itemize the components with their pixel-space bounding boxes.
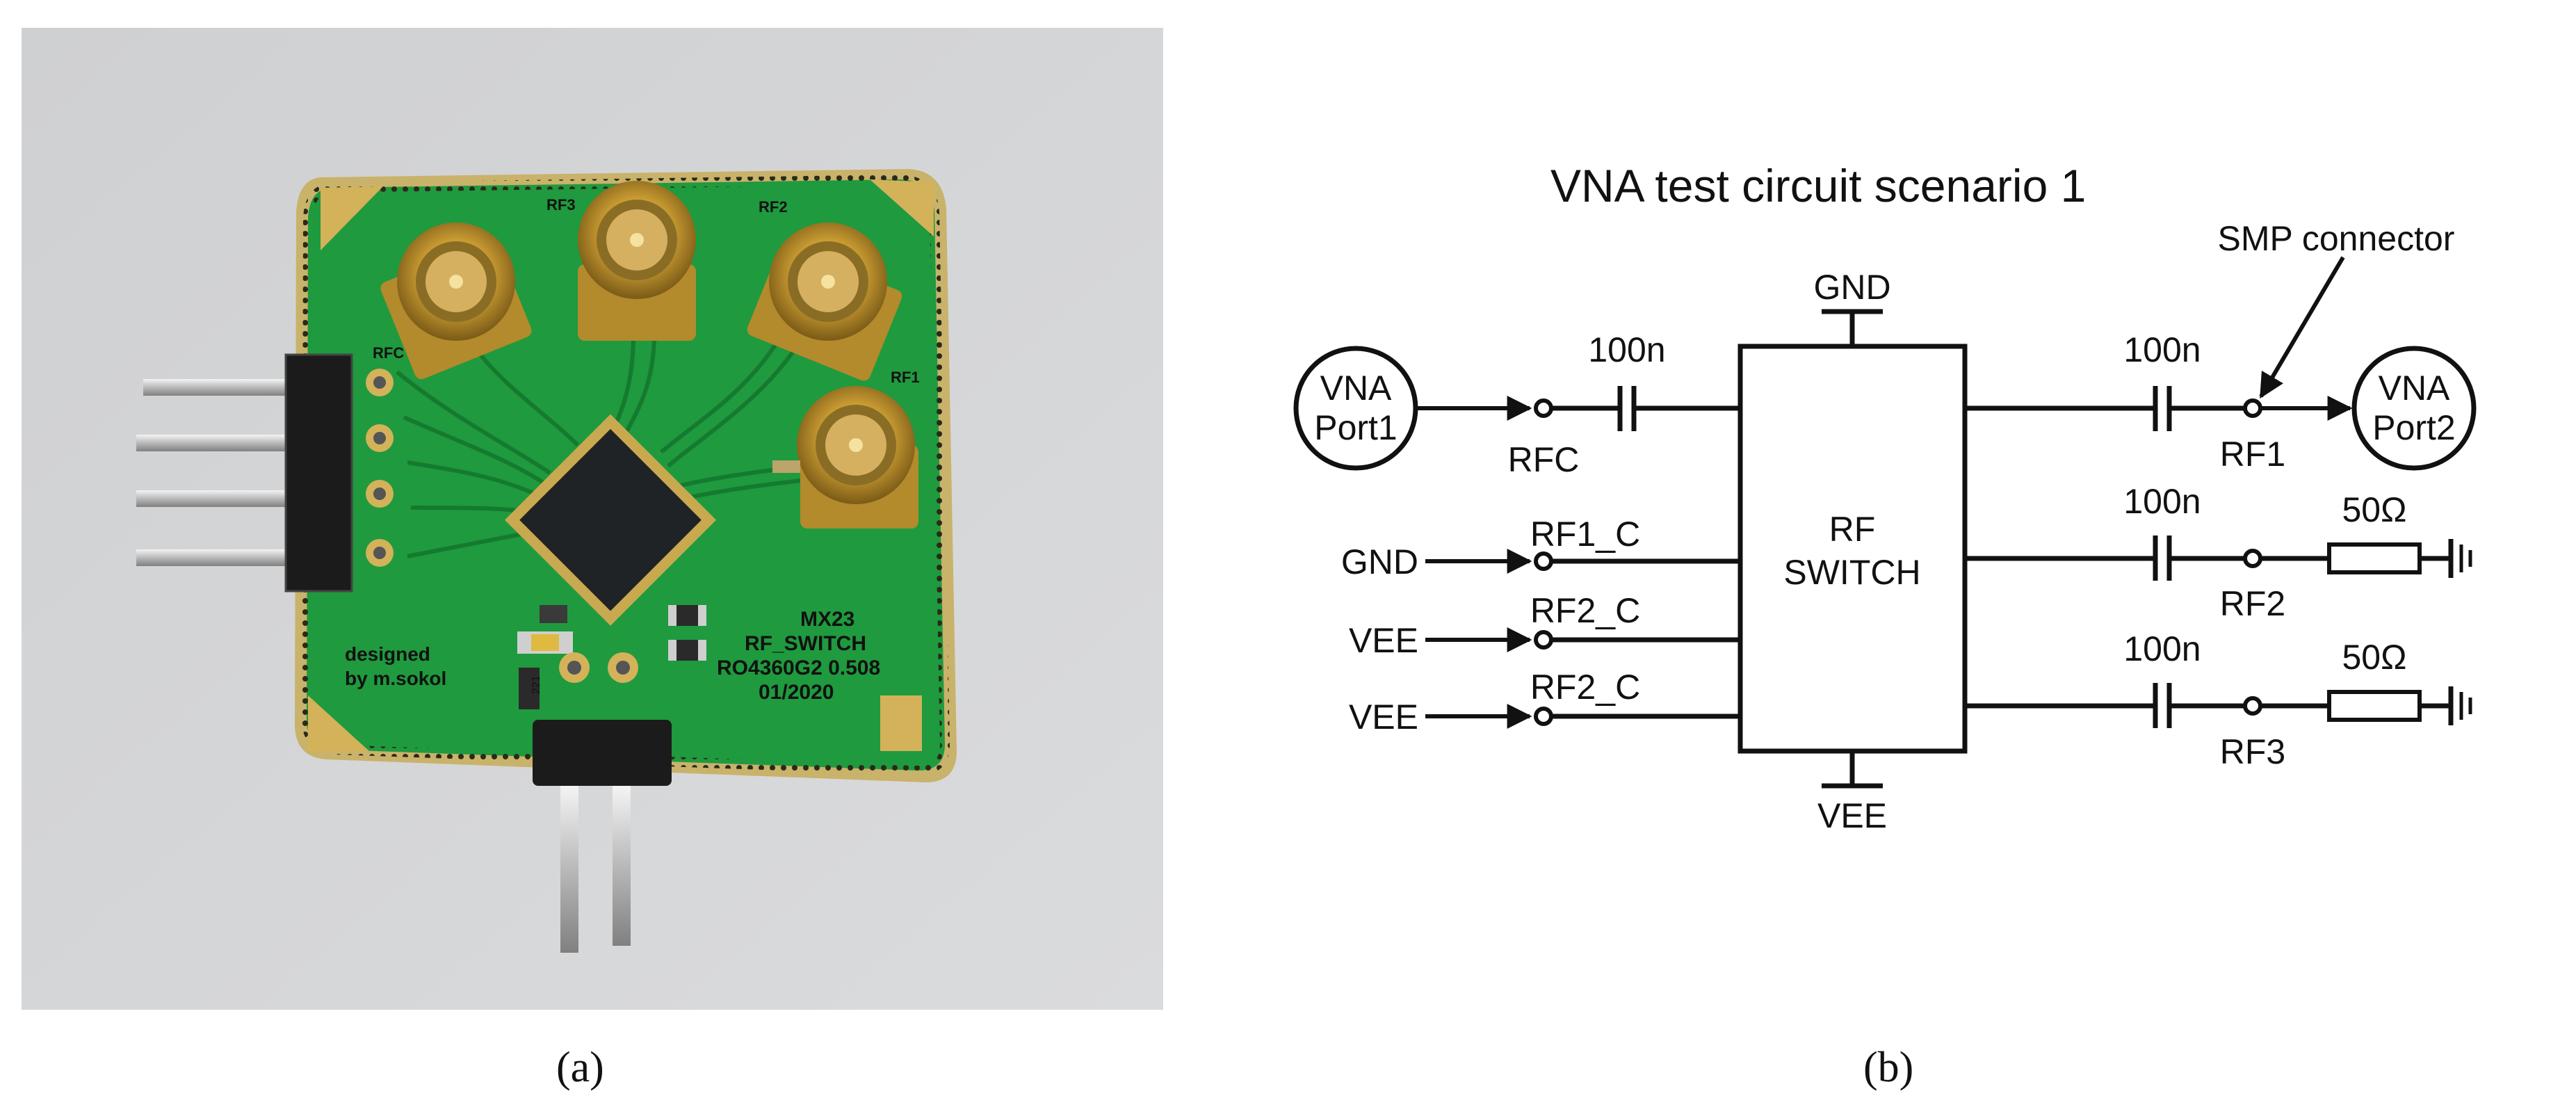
cap-rfc-label: 100n (1588, 330, 1665, 369)
silk-rf2: RF2 (759, 198, 788, 216)
rf1-label: RF1 (2220, 435, 2285, 474)
rf2-label: RF2 (2220, 584, 2285, 623)
pin-header-bottom (533, 652, 672, 953)
resistor-rf3 (2327, 690, 2422, 722)
silk-board-line3: RO4360G2 0.508 (717, 656, 880, 679)
res-rf3-label: 50Ω (2342, 638, 2407, 677)
silk-board-line4: 01/2020 (759, 681, 834, 704)
res-rf2-label: 50Ω (2342, 490, 2407, 529)
pin-header-left (136, 353, 394, 593)
smp-connector-rf3 (578, 181, 696, 341)
rf-switch-ic (504, 414, 717, 626)
silk-rfc: RFC (373, 344, 404, 362)
rf-switch-block (1737, 344, 1968, 754)
silk-designer-line2: by m.sokol (345, 668, 446, 689)
silk-designer-line1: designed (345, 643, 430, 665)
smp-connector-rf1 (797, 386, 918, 529)
cap-rf1-label: 100n (2123, 330, 2201, 369)
pcb-photo: RFC RF3 RF2 RF1 MX23 RF_SWITCH RO4360G2 … (22, 28, 1163, 1010)
smp-connector-rfc (380, 223, 532, 380)
resistor-rf2 (2327, 542, 2422, 574)
silk-board-line1: MX23 (800, 608, 854, 631)
cap-rf2-label: 100n (2123, 482, 2201, 521)
smp-connector-label: SMP connector (2218, 219, 2455, 258)
resistor-code: 221 (530, 675, 542, 694)
switch-label-line1: RF (1829, 510, 1876, 549)
ctrl2-pin-label: RF2_C (1530, 591, 1640, 630)
port2-line1: VNA (2379, 369, 2450, 408)
rfc-label: RFC (1508, 440, 1580, 479)
smd-components: 221 (517, 460, 800, 709)
silk-board-line2: RF_SWITCH (745, 632, 866, 655)
ctrl2-source-label: VEE (1349, 621, 1418, 660)
vee-bottom-label: VEE (1817, 796, 1887, 835)
cap-rf3-label: 100n (2123, 629, 2201, 668)
port1-line1: VNA (1320, 369, 1392, 408)
ctrl1-source-label: GND (1341, 542, 1418, 581)
ctrl1-pin-label: RF1_C (1530, 515, 1640, 554)
caption-b: (b) (1863, 1044, 1914, 1091)
vna-schematic: VNA test circuit scenario 1 (1293, 160, 2477, 835)
smp-connector-rf2 (747, 223, 902, 381)
caption-a: (a) (556, 1044, 604, 1091)
silk-rf3: RF3 (546, 196, 576, 213)
rf3-label: RF3 (2220, 732, 2285, 771)
gnd-top-label: GND (1813, 268, 1890, 307)
switch-label-line2: SWITCH (1783, 553, 1920, 592)
port1-line2: Port1 (1314, 408, 1398, 447)
vna-port2 (2351, 346, 2477, 471)
ctrl3-source-label: VEE (1349, 698, 1418, 736)
port2-line2: Port2 (2372, 408, 2456, 447)
ctrl3-pin-label: RF2_C (1530, 668, 1640, 707)
silk-rf1: RF1 (891, 369, 920, 386)
schematic-title: VNA test circuit scenario 1 (1550, 160, 2086, 211)
